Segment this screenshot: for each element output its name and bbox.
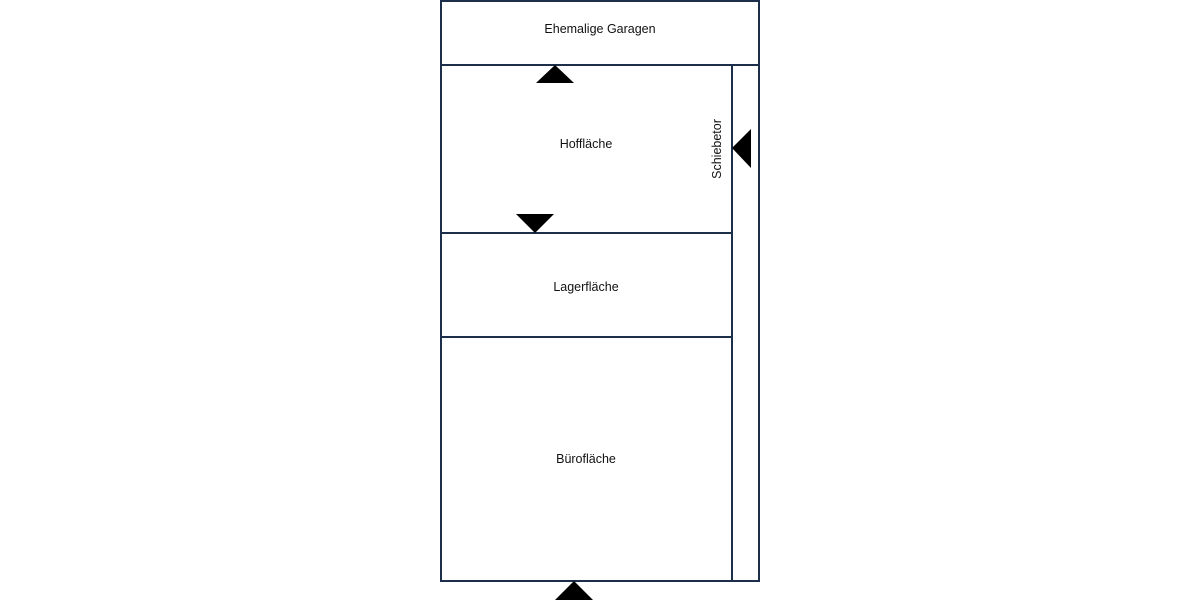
room-label-yard: Hoffläche: [560, 137, 613, 151]
arrow-up-icon: [536, 65, 574, 83]
room-label-garages: Ehemalige Garagen: [544, 22, 655, 36]
entrance-arrow-up-icon: [555, 581, 593, 600]
room-label-storage: Lagerfläche: [553, 280, 618, 294]
gate-label: Schiebetor: [710, 119, 724, 179]
arrow-left-icon: [732, 129, 751, 168]
building-outline: [440, 0, 760, 582]
arrow-down-icon: [516, 214, 554, 233]
room-label-office: Bürofläche: [556, 452, 616, 466]
